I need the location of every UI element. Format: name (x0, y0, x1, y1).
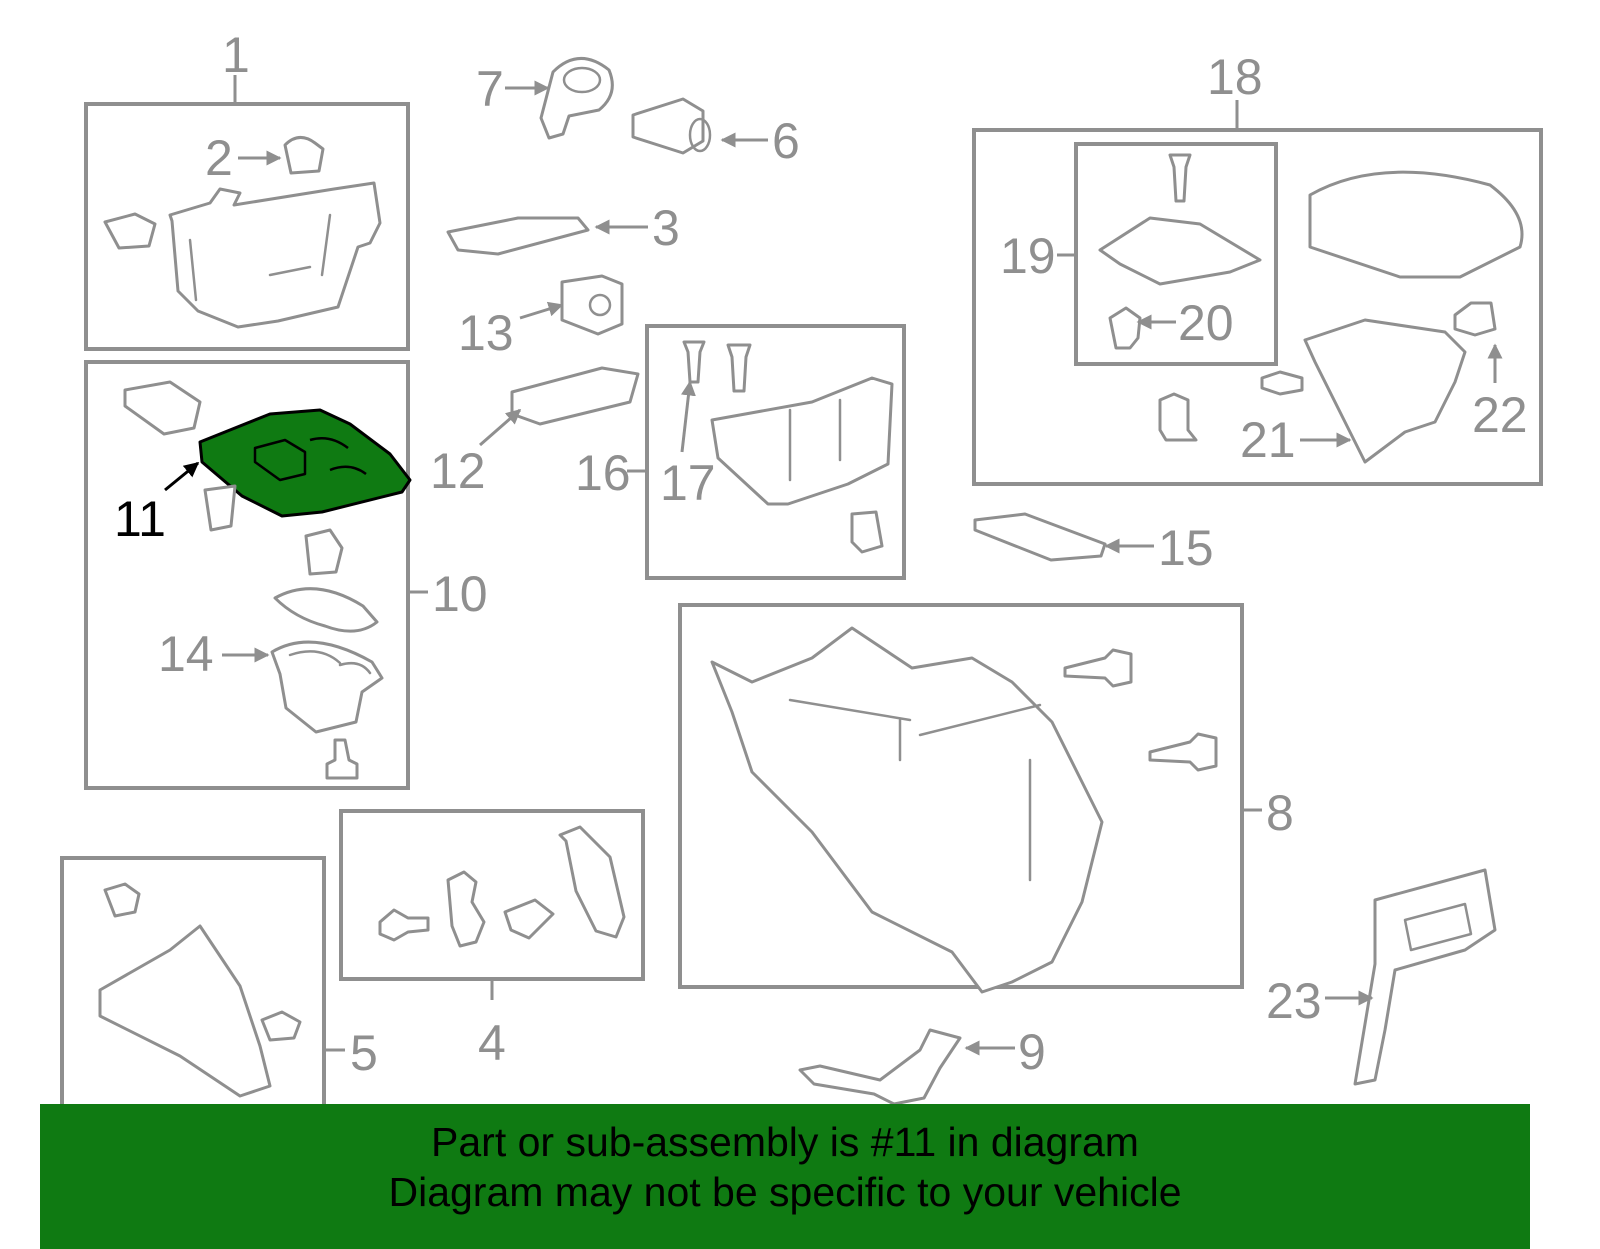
callout-4: 4 (478, 1015, 506, 1071)
callout-20: 20 (1178, 295, 1234, 351)
lower-panel-part (168, 181, 382, 329)
callout-18: 18 (1207, 49, 1263, 105)
hinge-part-21 (1303, 318, 1467, 464)
screw-part-17a (682, 340, 706, 384)
callout-9: 9 (1018, 1024, 1046, 1080)
callout-14: 14 (158, 626, 214, 682)
callout-1: 1 (222, 27, 250, 83)
pin-part (1158, 392, 1198, 442)
screw-part-10 (325, 738, 359, 780)
banner-line-1: Part or sub-assembly is #11 in diagram (431, 1119, 1139, 1165)
screw-part-19 (1168, 153, 1192, 203)
socket-part-7 (539, 57, 614, 140)
switch-part-13 (560, 274, 624, 336)
callout-3: 3 (652, 200, 680, 256)
callout-17: 17 (660, 455, 716, 511)
callout-11: 11 (114, 491, 166, 547)
trim-part-12 (510, 366, 640, 426)
clip-part-16 (850, 510, 884, 554)
callout-6: 6 (772, 113, 800, 169)
bracket-part-19 (1098, 216, 1262, 286)
small-clip-part (304, 528, 344, 576)
banner-line-2: Diagram may not be specific to your vehi… (388, 1169, 1182, 1215)
callout-23: 23 (1266, 973, 1322, 1029)
clip-part-2 (283, 136, 325, 175)
part-15: 15 (973, 512, 1214, 576)
group-5-box: 5 (60, 856, 378, 1113)
clip-part-22 (1453, 301, 1497, 337)
group-10-box: 10 11 14 (84, 360, 488, 790)
mat-part-15 (973, 512, 1107, 562)
bolt-part-4 (378, 908, 430, 942)
group-4-box: 4 (339, 809, 645, 1071)
trim-part-4 (558, 825, 626, 939)
top-middle-parts: 7 6 3 13 12 (430, 57, 800, 499)
bracket-part-9 (798, 1028, 962, 1106)
side-panel-part-5 (98, 924, 272, 1098)
callout-12: 12 (430, 443, 486, 499)
callout-7: 7 (476, 61, 504, 117)
clip-part-5b (260, 1010, 302, 1042)
bracket-part-16 (710, 376, 894, 506)
bracket-part-4 (446, 870, 486, 948)
bolt-part-8a (1063, 648, 1133, 688)
bolt-part-8b (1148, 732, 1218, 772)
part-23: 23 (1266, 868, 1497, 1086)
callout-2: 2 (205, 130, 233, 186)
cup-holder-gasket-part (273, 587, 379, 633)
callout-22: 22 (1472, 387, 1528, 443)
group-8-box: 8 (678, 603, 1294, 994)
part-9: 9 (798, 1024, 1046, 1106)
callout-5: 5 (350, 1025, 378, 1081)
callout-19: 19 (1000, 228, 1056, 284)
callout-10: 10 (432, 566, 488, 622)
callout-13: 13 (458, 305, 514, 361)
group-1-box: 1 2 (84, 27, 410, 351)
console-box-part-8 (710, 626, 1104, 994)
group-18-box: 18 19 20 21 22 (972, 49, 1543, 486)
callout-16: 16 (575, 445, 631, 501)
clip-part-5 (103, 882, 141, 918)
callout-21: 21 (1240, 412, 1296, 468)
clip-part-4 (503, 898, 555, 940)
group-16-box: 16 17 (575, 324, 906, 580)
rear-panel-part-23 (1353, 868, 1497, 1086)
clip-part-20 (1108, 306, 1142, 350)
small-bracket-part (203, 484, 237, 532)
callout-8: 8 (1266, 785, 1294, 841)
armrest-lid-part (1308, 170, 1524, 279)
socket-part-6 (631, 97, 705, 155)
clip-part-small (1260, 370, 1304, 396)
tray-insert-part (123, 380, 202, 436)
clip-part-left (103, 212, 157, 250)
callout-15: 15 (1158, 520, 1214, 576)
trim-part-3 (446, 216, 590, 256)
footer-banner: Part or sub-assembly is #11 in diagram D… (40, 1104, 1530, 1249)
screw-part-17b (726, 343, 752, 393)
